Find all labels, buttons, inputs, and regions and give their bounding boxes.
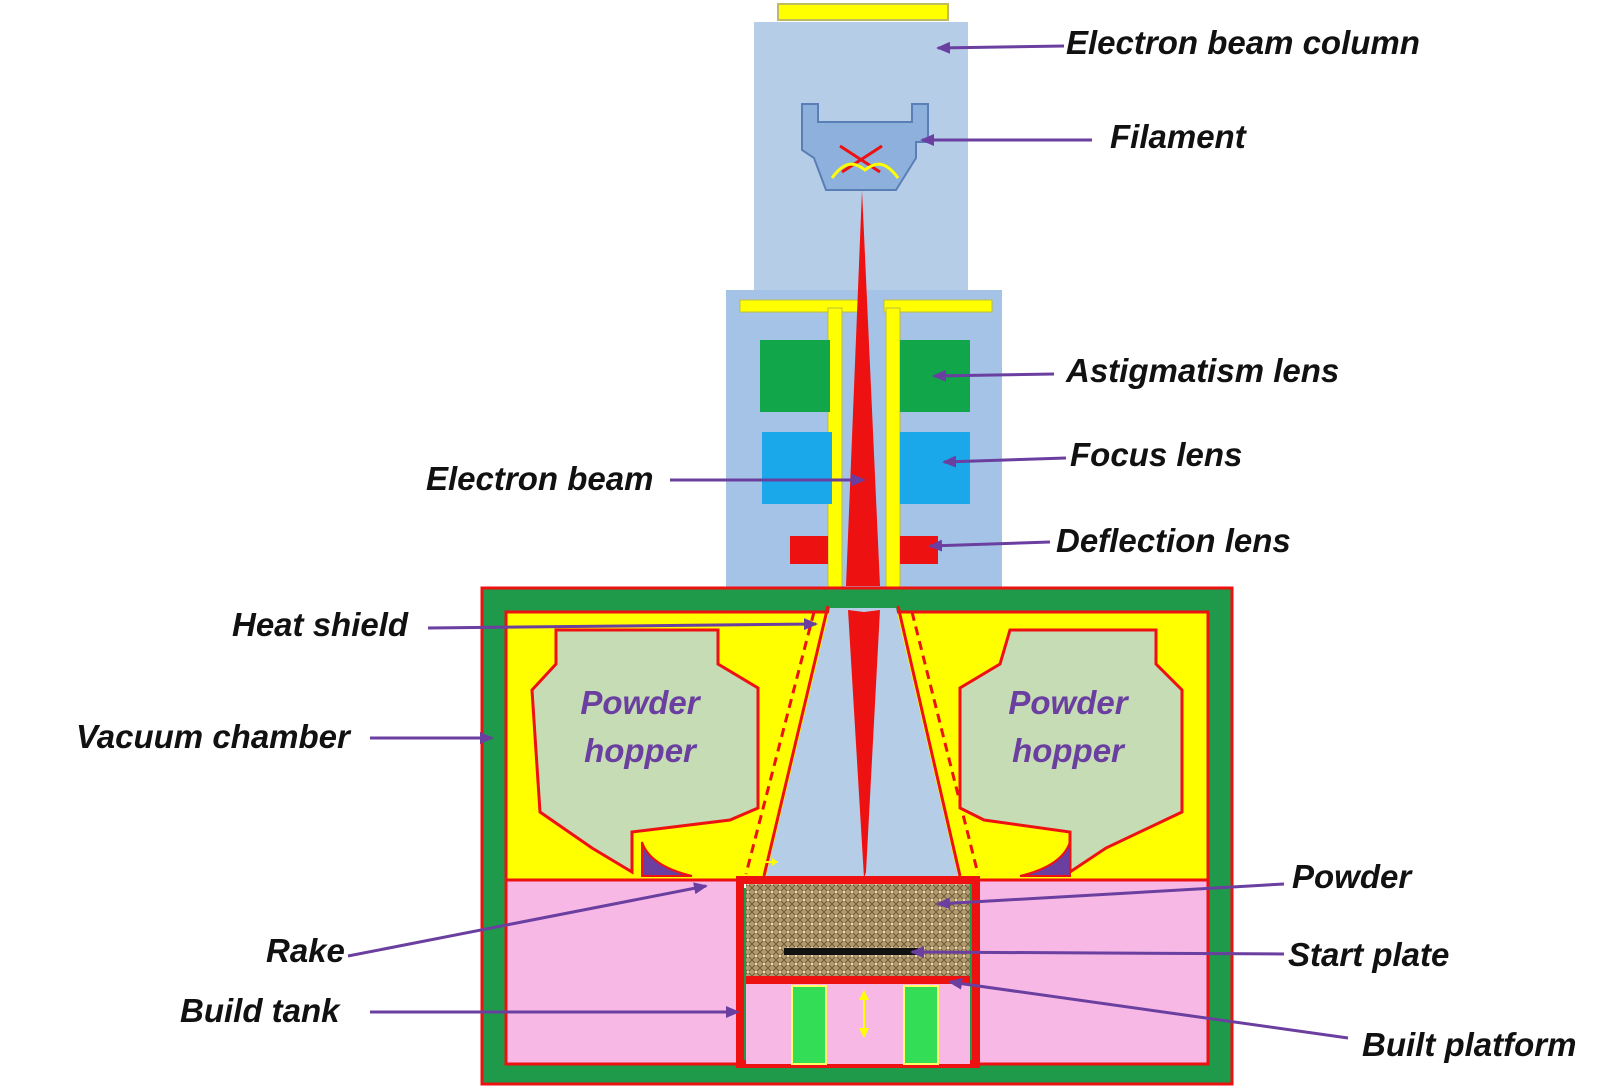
powder-hopper-right: Powder hopper: [958, 628, 1184, 877]
powder: [746, 884, 970, 976]
label-focus-lens: Focus lens: [1070, 436, 1242, 473]
label-electron-beam: Electron beam: [426, 460, 653, 497]
label-deflection-lens: Deflection lens: [1056, 522, 1291, 559]
focus-lens: [762, 432, 970, 504]
powder-hopper-left: Powder hopper: [530, 628, 760, 877]
label-electron-beam-column: Electron beam column: [1066, 24, 1420, 61]
callout-arrows: [347, 41, 1349, 1040]
label-vacuum-chamber: Vacuum chamber: [76, 718, 352, 755]
hopper-right-line2: hopper: [1012, 732, 1126, 769]
build-tank: [504, 876, 1210, 1068]
label-astigmatism-lens: Astigmatism lens: [1065, 352, 1339, 389]
built-platform: [746, 976, 970, 1065]
electron-beam: [846, 190, 880, 878]
label-start-plate: Start plate: [1288, 936, 1449, 973]
label-built-platform: Built platform: [1362, 1026, 1576, 1063]
filament: [801, 103, 929, 191]
deflection-lens: [790, 536, 938, 564]
label-heat-shield: Heat shield: [232, 606, 409, 643]
hopper-right-line1: Powder: [1008, 684, 1129, 721]
hopper-left-line2: hopper: [584, 732, 698, 769]
label-rake: Rake: [266, 932, 345, 969]
labels: Electron beam column Filament Astigmatis…: [76, 24, 1576, 1063]
hopper-left-line1: Powder: [580, 684, 701, 721]
start-plate: [784, 948, 918, 955]
label-build-tank: Build tank: [180, 992, 341, 1029]
label-filament: Filament: [1110, 118, 1248, 155]
label-powder: Powder: [1292, 858, 1413, 895]
